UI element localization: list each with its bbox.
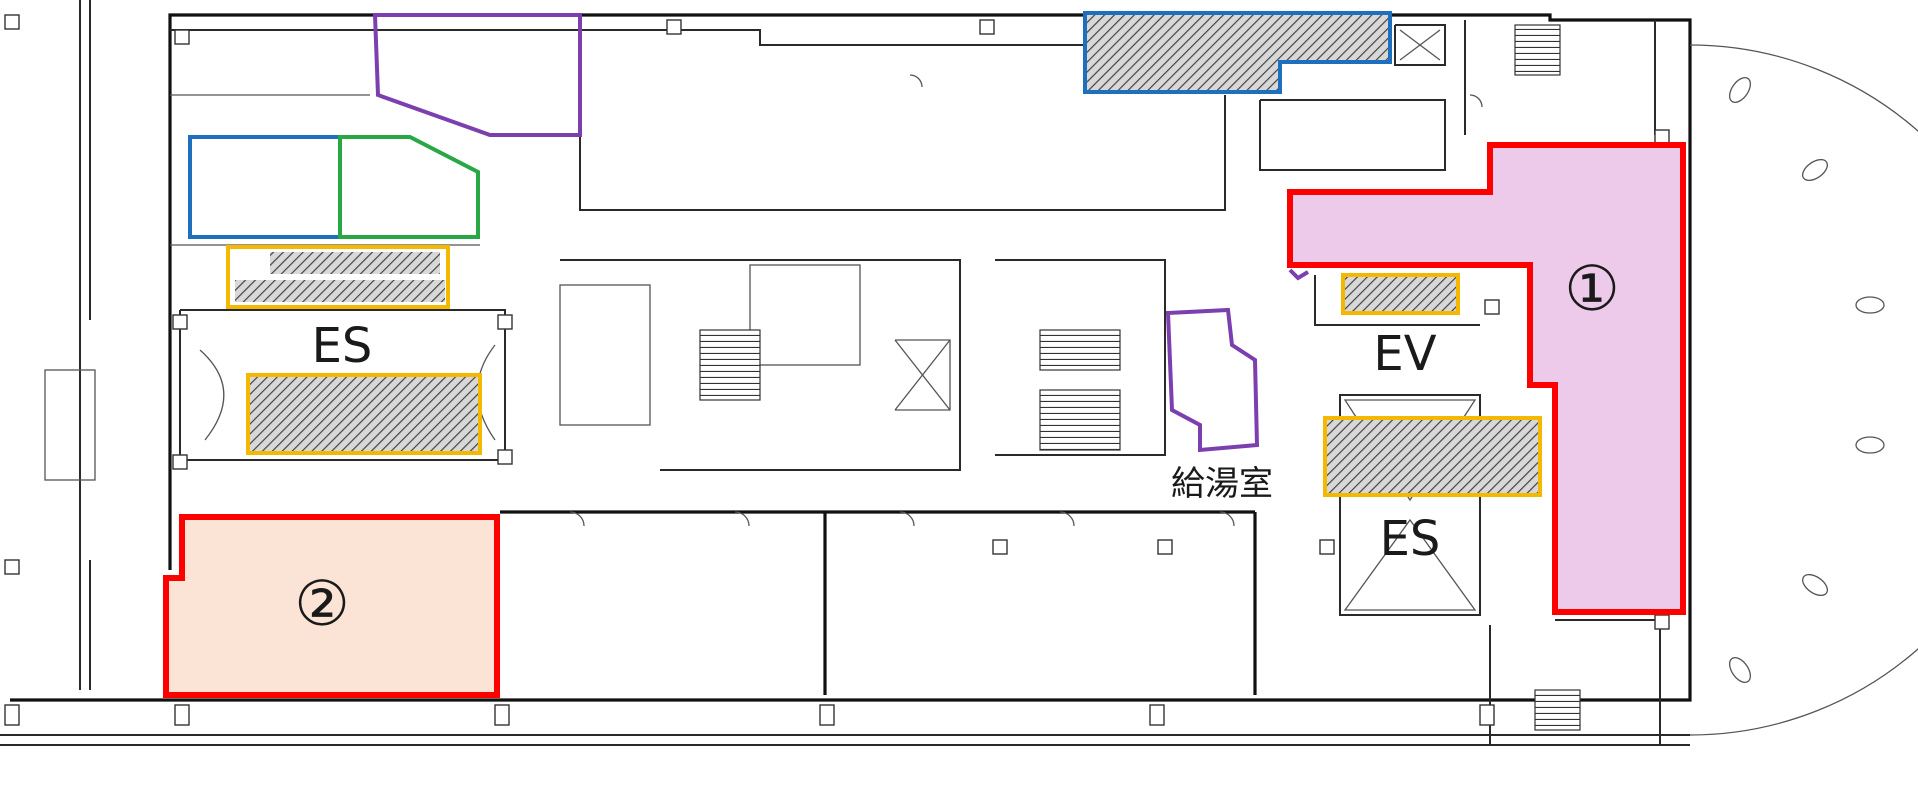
purple-zone-top [372,13,582,137]
area-2-label: ② [294,567,350,640]
map-labels: ① ② ES ES EV 給湯室 [294,252,1620,640]
escalator-left-label: ES [312,318,373,374]
entrance-bollards [1728,76,1885,684]
area-2[interactable] [163,514,500,698]
kitchen-label: 給湯室 [1171,464,1273,504]
green-zone-left [338,135,480,239]
escalator-right-label: ES [1380,511,1441,567]
escalator-right [1323,416,1542,497]
door-swing-icons [569,74,1483,527]
structural-columns [4,19,1670,726]
kitchen-zone [1165,307,1260,453]
building-outline [0,0,1918,746]
area-1-label: ① [1564,252,1620,325]
blue-zone-left [188,135,342,239]
blue-zone-top [1083,11,1392,94]
escalator-bottom-left [246,373,482,455]
highlighted-zones [163,11,1686,698]
elevator-zone [1341,273,1460,315]
elevator-label: EV [1373,326,1436,382]
area-1[interactable] [1287,142,1686,615]
